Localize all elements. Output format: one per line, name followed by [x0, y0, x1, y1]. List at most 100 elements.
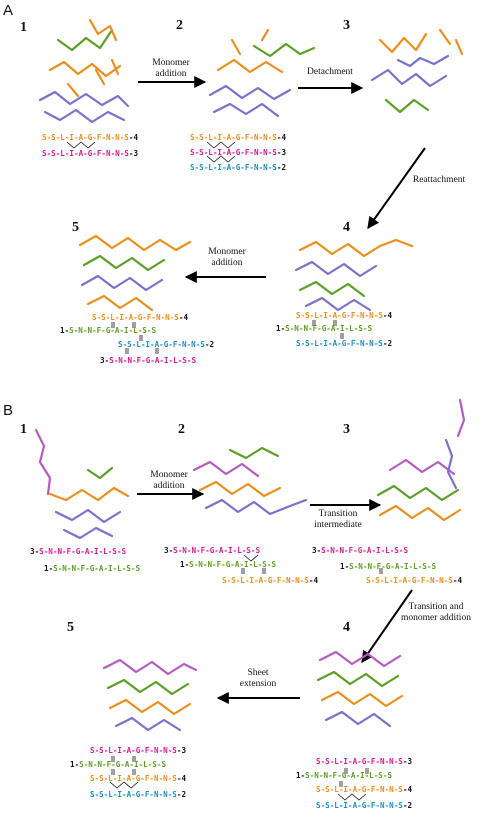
seq-a2-row1-text: S-S-L-I-A-G-F-N-N-S [190, 133, 277, 142]
caption-a-monomer-addition-2: Monomer addition [208, 247, 246, 268]
caption-a-reattachment: Reattachment [412, 175, 466, 185]
seq-b3-row1: 3-S-N-N-F-G-A-I-L-S-S [312, 546, 408, 555]
seq-b4-row1: S-S-L-I-A-G-F-N-N-S-3 [316, 757, 412, 766]
seq-b5-row4: S-S-L-I-A-G-F-N-N-S-2 [90, 790, 186, 799]
seq-b2-row2-prefix: 1- [180, 560, 190, 569]
seq-b2-row3-text: S-S-L-I-A-G-F-N-N-S [222, 576, 309, 585]
seq-b2-row3-number: -4 [308, 576, 319, 585]
seq-a5-row4: 3-S-N-N-F-G-A-I-L-S-S [100, 356, 196, 365]
seq-a4-row1-text: S-S-L-I-A-G-F-N-N-S [296, 311, 383, 320]
seq-b1-row1: 3-S-N-N-F-G-A-I-L-S-S [30, 547, 126, 556]
step-a4: 4 [343, 220, 350, 235]
seq-b1-row2: 1-S-N-N-F-G-A-I-L-S-S [44, 564, 140, 573]
seq-b5-row3: S-S-L-I-A-G-F-N-N-S-4 [90, 774, 186, 783]
seq-b5-row4-number: -2 [176, 790, 187, 799]
caption-b-transition-intermediate: Transition intermediate [314, 509, 362, 530]
seq-b3-row2-text: S-N-N-F-G-A-I-L-S-S [349, 562, 437, 571]
seq-a5-row3: S-S-L-I-A-G-F-N-N-S-2 [118, 340, 214, 349]
seq-b1-row2-prefix: 1- [44, 564, 54, 573]
seq-b4-row3-number: -4 [402, 785, 413, 794]
molecule-a1 [38, 18, 130, 124]
step-b3: 3 [343, 422, 350, 437]
molecule-a3 [370, 28, 464, 114]
step-b1: 1 [20, 422, 27, 437]
panel-label-a: A [3, 2, 14, 19]
caption-b-transition-monomer-addition: Transition and monomer addition [401, 602, 471, 623]
seq-a5-row1: S-S-L-I-A-G-F-N-N-S-4 [92, 313, 188, 322]
seq-b3-row3-text: S-S-L-I-A-G-F-N-N-S [366, 576, 453, 585]
molecule-b2 [192, 446, 308, 516]
seq-b4-row3: S-S-L-I-A-G-F-N-N-S-4 [316, 785, 412, 794]
seq-a2-row2: S-S-L-I-A-G-F-N-N-S-3 [190, 148, 286, 157]
seq-a5-row3-number: -2 [204, 340, 215, 349]
seq-b5-row1-number: -3 [176, 746, 187, 755]
seq-a4-row2-prefix: 1- [276, 324, 286, 333]
seq-a5-row2-text: S-N-N-F-G-A-I-L-S-S [69, 326, 157, 335]
step-b2: 2 [178, 422, 185, 437]
pairing-lines [66, 141, 383, 801]
seq-b2-row2-text: S-N-N-F-G-A-I-L-S-S [189, 560, 277, 569]
seq-a1-row2-number: -3 [128, 149, 139, 158]
seq-b3-row1-text: S-N-N-F-G-A-I-L-S-S [321, 546, 409, 555]
seq-b3-row2: 1-S-N-N-F-G-A-I-L-S-S [340, 562, 436, 571]
seq-b4-row4: S-S-L-I-A-G-F-N-N-S-2 [316, 801, 412, 810]
arrow-b-3-to-4 [361, 589, 413, 663]
seq-b1-row1-text: S-N-N-F-G-A-I-L-S-S [39, 547, 127, 556]
seq-a4-row2-text: S-N-N-F-G-A-I-L-S-S [285, 324, 373, 333]
seq-b4-row4-text: S-S-L-I-A-G-F-N-N-S [316, 801, 403, 810]
seq-a1-row2-text: S-S-L-I-A-G-F-N-N-S [42, 149, 129, 158]
seq-b4-row1-number: -3 [402, 757, 413, 766]
seq-b2-row1-prefix: 3- [164, 546, 174, 555]
seq-b4-row3-text: S-S-L-I-A-G-F-N-N-S [316, 785, 403, 794]
seq-a4-row3-number: -2 [382, 339, 393, 348]
seq-b5-row2-prefix: 1- [70, 760, 80, 769]
seq-a4-row2: 1-S-N-N-F-G-A-I-L-S-S [276, 324, 372, 333]
seq-a5-row4-prefix: 3- [100, 356, 110, 365]
molecule-a2 [208, 28, 316, 118]
step-a2: 2 [176, 18, 183, 33]
seq-b2-row1: 3-S-N-N-F-G-A-I-L-S-S [164, 546, 260, 555]
seq-a2-row1-number: -4 [276, 133, 287, 142]
seq-b4-row1-text: S-S-L-I-A-G-F-N-N-S [316, 757, 403, 766]
step-a1: 1 [20, 20, 27, 35]
molecule-a4 [294, 238, 414, 312]
seq-a5-row2-prefix: 1- [60, 326, 70, 335]
seq-b5-row1: S-S-L-I-A-G-F-N-N-S-3 [90, 746, 186, 755]
seq-a2-row2-number: -3 [276, 148, 287, 157]
seq-a4-row1: S-S-L-I-A-G-F-N-N-S-4 [296, 311, 392, 320]
seq-a1-row1: S-S-L-I-A-G-F-N-N-S-4 [42, 133, 138, 142]
seq-b4-row2-prefix: 1- [296, 771, 306, 780]
seq-a4-row3-text: S-S-L-I-A-G-F-N-N-S [296, 339, 383, 348]
step-a3: 3 [343, 18, 350, 33]
step-a5: 5 [72, 220, 79, 235]
seq-a5-row1-number: -4 [178, 313, 189, 322]
seq-a5-row4-text: S-N-N-F-G-A-I-L-S-S [109, 356, 197, 365]
seq-a2-row1: S-S-L-I-A-G-F-N-N-S-4 [190, 133, 286, 142]
molecule-b5 [102, 658, 198, 732]
molecule-b3 [376, 398, 466, 522]
seq-b1-row2-text: S-N-N-F-G-A-I-L-S-S [53, 564, 141, 573]
caption-b-sheet-extension: Sheet extension [239, 668, 277, 689]
seq-a4-row3: S-S-L-I-A-G-F-N-N-S-2 [296, 339, 392, 348]
step-b4: 4 [343, 620, 350, 635]
caption-a-detachment: Detachment [307, 67, 353, 77]
seq-b2-row3: S-S-L-I-A-G-F-N-N-S-4 [222, 576, 318, 585]
seq-a2-row3-text: S-S-L-I-A-G-F-N-N-S [190, 163, 277, 172]
seq-b5-row2: 1-S-N-N-F-G-A-I-L-S-S [70, 760, 166, 769]
molecule-a5 [78, 234, 192, 312]
seq-b5-row2-text: S-N-N-F-G-A-I-L-S-S [79, 760, 167, 769]
seq-b1-row1-prefix: 3- [30, 547, 40, 556]
molecule-b4 [316, 650, 404, 728]
seq-b3-row3-number: -4 [452, 576, 463, 585]
seq-b5-row1-text: S-S-L-I-A-G-F-N-N-S [90, 746, 177, 755]
seq-a4-row1-number: -4 [382, 311, 393, 320]
panel-label-b: B [3, 402, 14, 419]
seq-a2-row3-number: -2 [276, 163, 287, 172]
caption-b-monomer-addition: Monomer addition [150, 470, 188, 491]
seq-a1-row1-text: S-S-L-I-A-G-F-N-N-S [42, 133, 129, 142]
caption-a-monomer-addition-1: Monomer addition [152, 58, 190, 79]
seq-b5-row3-text: S-S-L-I-A-G-F-N-N-S [90, 774, 177, 783]
seq-b3-row1-prefix: 3- [312, 546, 322, 555]
seq-b4-row2: 1-S-N-N-F-G-A-I-L-S-S [296, 771, 392, 780]
